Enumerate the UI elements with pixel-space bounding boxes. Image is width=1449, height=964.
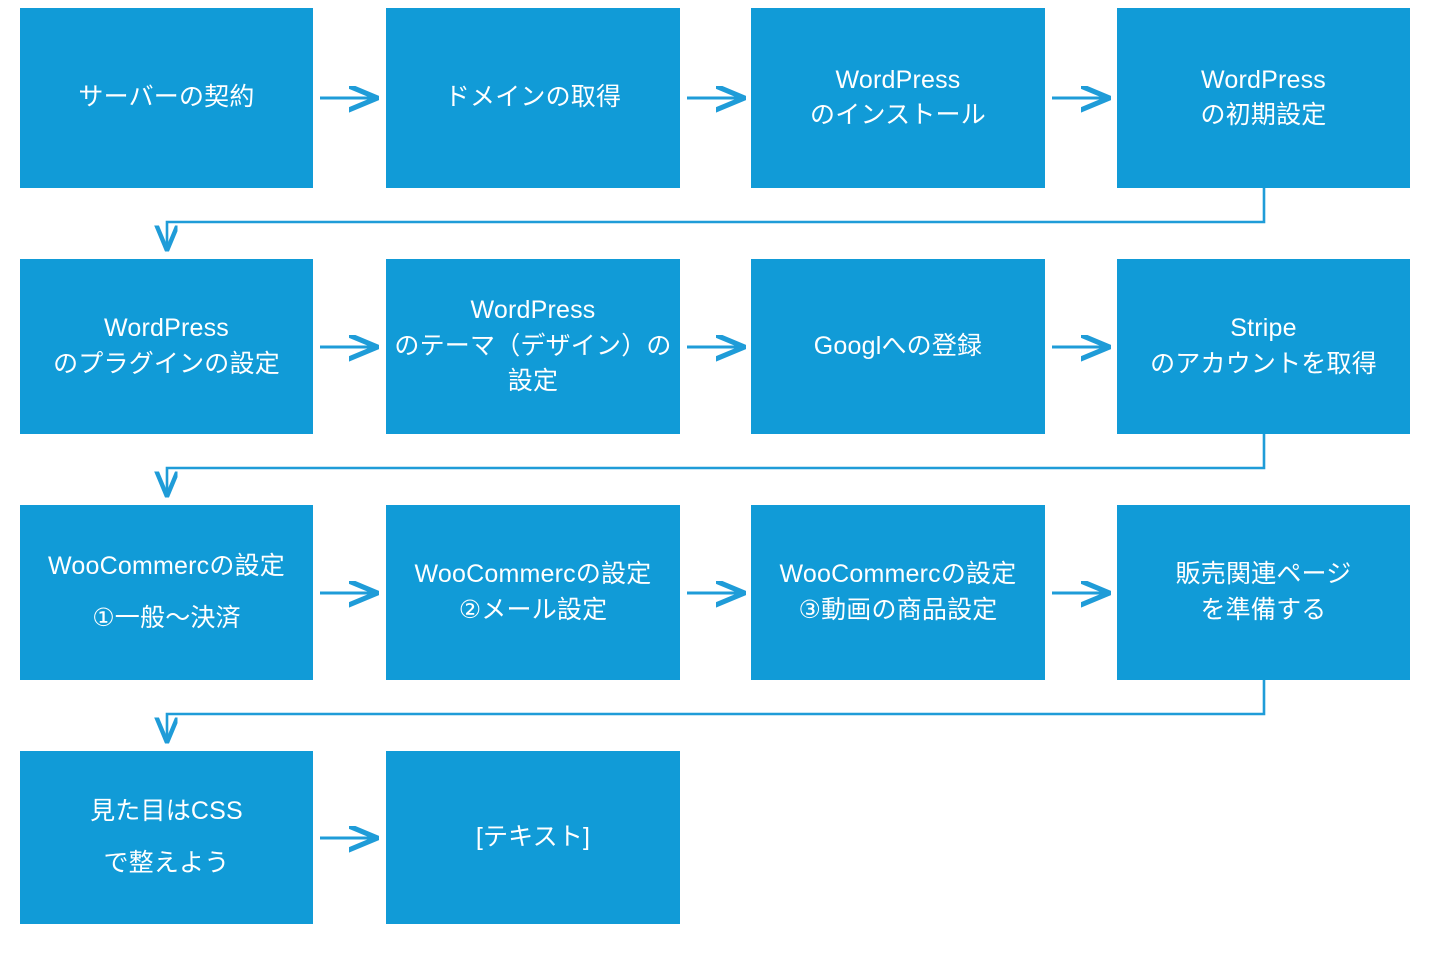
node-line: 見た目はCSS: [90, 797, 243, 825]
node-text-placeholder[interactable]: [テキスト]: [386, 751, 680, 924]
node-line: のインストール: [810, 101, 986, 129]
node-line: Googlへの登録: [813, 331, 983, 360]
node-line: の初期設定: [1200, 101, 1327, 129]
node-woocommerce-setup-3[interactable]: WooCommercの設定 ③動画の商品設定: [751, 505, 1045, 680]
node-css-styling[interactable]: 見た目はCSS で整えよう: [20, 751, 313, 924]
node-line: WooCommercの設定: [48, 552, 285, 580]
node-stripe-account[interactable]: Stripe のアカウントを取得: [1117, 259, 1410, 434]
node-line: 設定: [507, 367, 559, 396]
node-woocommerce-setup-1[interactable]: WooCommercの設定 ①一般～決済: [20, 505, 313, 680]
node-line: のテーマ（デザイン）の: [394, 331, 672, 360]
node-line: WooCommercの設定: [414, 560, 652, 588]
node-line: WordPress: [1201, 65, 1326, 94]
node-wordpress-initial-setup[interactable]: WordPress の初期設定: [1117, 8, 1410, 188]
node-line: WordPress: [104, 314, 229, 342]
node-server-contract[interactable]: サーバーの契約: [20, 8, 313, 188]
wrap-arrow-row2-row3: [167, 434, 1266, 496]
node-line: のアカウントを取得: [1150, 349, 1377, 378]
node-line: Stripe: [1230, 314, 1297, 342]
node-google-registration[interactable]: Googlへの登録: [751, 259, 1045, 434]
node-line: ③動画の商品設定: [798, 595, 998, 624]
node-line: ドメインの取得: [444, 83, 622, 112]
node-line: WordPress: [835, 65, 961, 94]
wrap-arrow-row3-row4: [167, 680, 1266, 742]
wrap-arrow-row1-row2: [167, 188, 1266, 250]
node-line: サーバーの契約: [78, 83, 255, 112]
node-sales-pages-prepare[interactable]: 販売関連ページ を準備する: [1117, 505, 1410, 680]
node-wordpress-theme-setup[interactable]: WordPress のテーマ（デザイン）の 設定: [386, 259, 680, 434]
node-line: WordPress: [470, 296, 596, 325]
node-line: を準備する: [1200, 595, 1327, 624]
node-line: ①一般～決済: [92, 603, 241, 632]
node-wordpress-install[interactable]: WordPress のインストール: [751, 8, 1045, 188]
node-line: [テキスト]: [475, 822, 591, 851]
node-domain-acquire[interactable]: ドメインの取得: [386, 8, 680, 188]
node-line: 販売関連ページ: [1175, 560, 1352, 588]
node-line: ②メール設定: [458, 595, 608, 624]
node-wordpress-plugin-setup[interactable]: WordPress のプラグインの設定: [20, 259, 313, 434]
node-line: WooCommercの設定: [779, 560, 1017, 588]
node-woocommerce-setup-2[interactable]: WooCommercの設定 ②メール設定: [386, 505, 680, 680]
node-line: のプラグインの設定: [53, 349, 280, 378]
node-line: で整えよう: [103, 848, 230, 877]
